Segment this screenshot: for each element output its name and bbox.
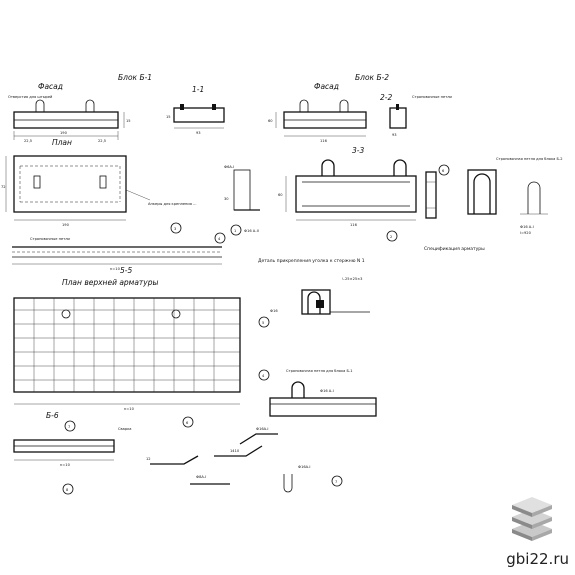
block-b1-title: Блок Б-1 (118, 73, 152, 82)
section-3-3-b2: 3-3 116 60 2 6 (278, 146, 450, 242)
section-1-1-title: 1-1 (192, 85, 204, 94)
weld-note: Сварка (118, 427, 131, 431)
svg-text:7: 7 (68, 425, 70, 429)
svg-text:22,5: 22,5 (24, 139, 32, 143)
holes-note: Отверстия для штырей (8, 95, 53, 99)
lifting-loops-3 (321, 159, 407, 176)
rebar-detail-a: Ф6А-I 30 1 Ф16 А-II (224, 165, 260, 236)
loop-b2-detail: Строповочная петля для блока Б-2 Ф16 А-I… (424, 157, 563, 252)
svg-text:Ф16 А-II: Ф16 А-II (244, 229, 259, 233)
svg-text:Ф16: Ф16 (270, 309, 278, 313)
loop-b1-detail: Строповочная петля для блока Б-1 Ф16 А-I (269, 369, 377, 417)
svg-text:6: 6 (442, 169, 445, 173)
svg-text:1: 1 (234, 229, 236, 233)
svg-text:190: 190 (62, 223, 70, 227)
logo-text[interactable]: gbi22.ru (506, 550, 569, 568)
svg-text:93: 93 (392, 133, 397, 137)
section-1-1: 1-1 93 15 (166, 85, 225, 135)
svg-text:22,5: 22,5 (98, 139, 106, 143)
logo (507, 497, 557, 543)
bent-bar-b (214, 445, 263, 457)
section-2-2-title: 2-2 (380, 93, 392, 102)
loop-b2-title: Строповочная петля для блока Б-2 (496, 157, 563, 161)
block-b2-title: Блок Б-2 (355, 73, 389, 82)
svg-text:n=10: n=10 (124, 407, 135, 411)
section-3-3-body (295, 175, 417, 213)
dim-facade-1: 190 (60, 131, 68, 135)
plan-top-rebar: План верхней арматуры 5-5 n=10 5 (13, 266, 270, 428)
svg-text:Ф6А-I: Ф6А-I (224, 165, 234, 169)
loops-note-2: Строповочные петли (30, 237, 71, 241)
svg-text:116: 116 (350, 223, 358, 227)
svg-text:12: 12 (146, 457, 151, 461)
svg-text:n=10: n=10 (110, 267, 121, 271)
svg-text:4: 4 (262, 374, 265, 378)
detail-title: Деталь прикрепления уголка к стержню N 1 (258, 258, 365, 264)
svg-text:7: 7 (335, 480, 337, 484)
svg-text:Ф8А-I: Ф8А-I (196, 475, 206, 479)
svg-text:116: 116 (320, 139, 328, 143)
facade-title-2: Фасад (314, 82, 339, 91)
svg-text:Ф16А-I: Ф16А-I (298, 465, 310, 469)
bent-bar-a (239, 433, 278, 445)
facade-title-1: Фасад (38, 82, 63, 91)
section-5-5-title: 5-5 (120, 266, 132, 275)
svg-text:3: 3 (174, 227, 176, 231)
loops-note: Строповочные петли (412, 95, 453, 99)
plan-top-title: План верхней арматуры (62, 278, 159, 287)
svg-text:93: 93 (196, 131, 201, 135)
section-6-6-title: Б-6 (46, 411, 59, 420)
svg-text:8: 8 (66, 488, 69, 492)
svg-text:1410: 1410 (230, 449, 240, 453)
svg-text:∟25×25×3: ∟25×25×3 (342, 277, 362, 281)
svg-text:Ф16А-I: Ф16А-I (256, 427, 268, 431)
svg-text:Ф16 А-I: Ф16 А-I (520, 225, 534, 229)
svg-text:l=920: l=920 (520, 231, 532, 235)
loop-b1-title: Строповочная петля для блока Б-1 (286, 369, 353, 373)
block-b1-facade: Фасад Блок Б-1 Отверстия для штырей 190 … (8, 73, 152, 143)
svg-text:15: 15 (126, 119, 131, 123)
column-section (425, 171, 437, 219)
svg-text:Ф16 А-I: Ф16 А-I (320, 389, 334, 393)
spec-title: Спецификация арматуры (424, 246, 485, 252)
logo-icon (512, 497, 552, 541)
svg-text:n=10: n=10 (60, 463, 71, 467)
svg-text:30: 30 (224, 197, 229, 201)
svg-text:60: 60 (268, 119, 273, 123)
section-1-1-body (173, 107, 225, 123)
svg-text:2: 2 (390, 235, 392, 239)
plan-b1: План 190 72 Строповочные петли Анкеры дл… (1, 138, 196, 241)
plan-title: План (52, 138, 72, 147)
svg-text:15: 15 (166, 115, 171, 119)
angle-detail: Деталь прикрепления уголка к стержню N 1… (258, 258, 370, 315)
lifting-loops-1 (35, 99, 95, 112)
svg-text:72: 72 (1, 185, 6, 189)
long-bar: n=10 3 4 (12, 222, 226, 271)
bent-bars: Ф16А-I 1410 12 Ф8А-I Ф16А-I 7 (146, 427, 343, 493)
section-6-6: Б-6 n=10 7 8 Сварка (13, 411, 131, 495)
lifting-loops-2 (299, 99, 349, 112)
svg-text:4: 4 (218, 237, 221, 241)
section-3-3-title-a: 3-3 (352, 146, 364, 155)
svg-text:60: 60 (278, 193, 283, 197)
mesh-note: Анкеры для крепления ... (148, 202, 196, 206)
plan-b1-body (13, 155, 127, 213)
section-2-2-body (389, 107, 407, 129)
svg-text:5: 5 (262, 321, 264, 325)
block-b2-facade: Фасад Блок Б-2 2-2 Строповочные петли 11… (268, 73, 453, 143)
svg-text:6: 6 (186, 421, 189, 425)
plan-top-body (13, 297, 241, 393)
